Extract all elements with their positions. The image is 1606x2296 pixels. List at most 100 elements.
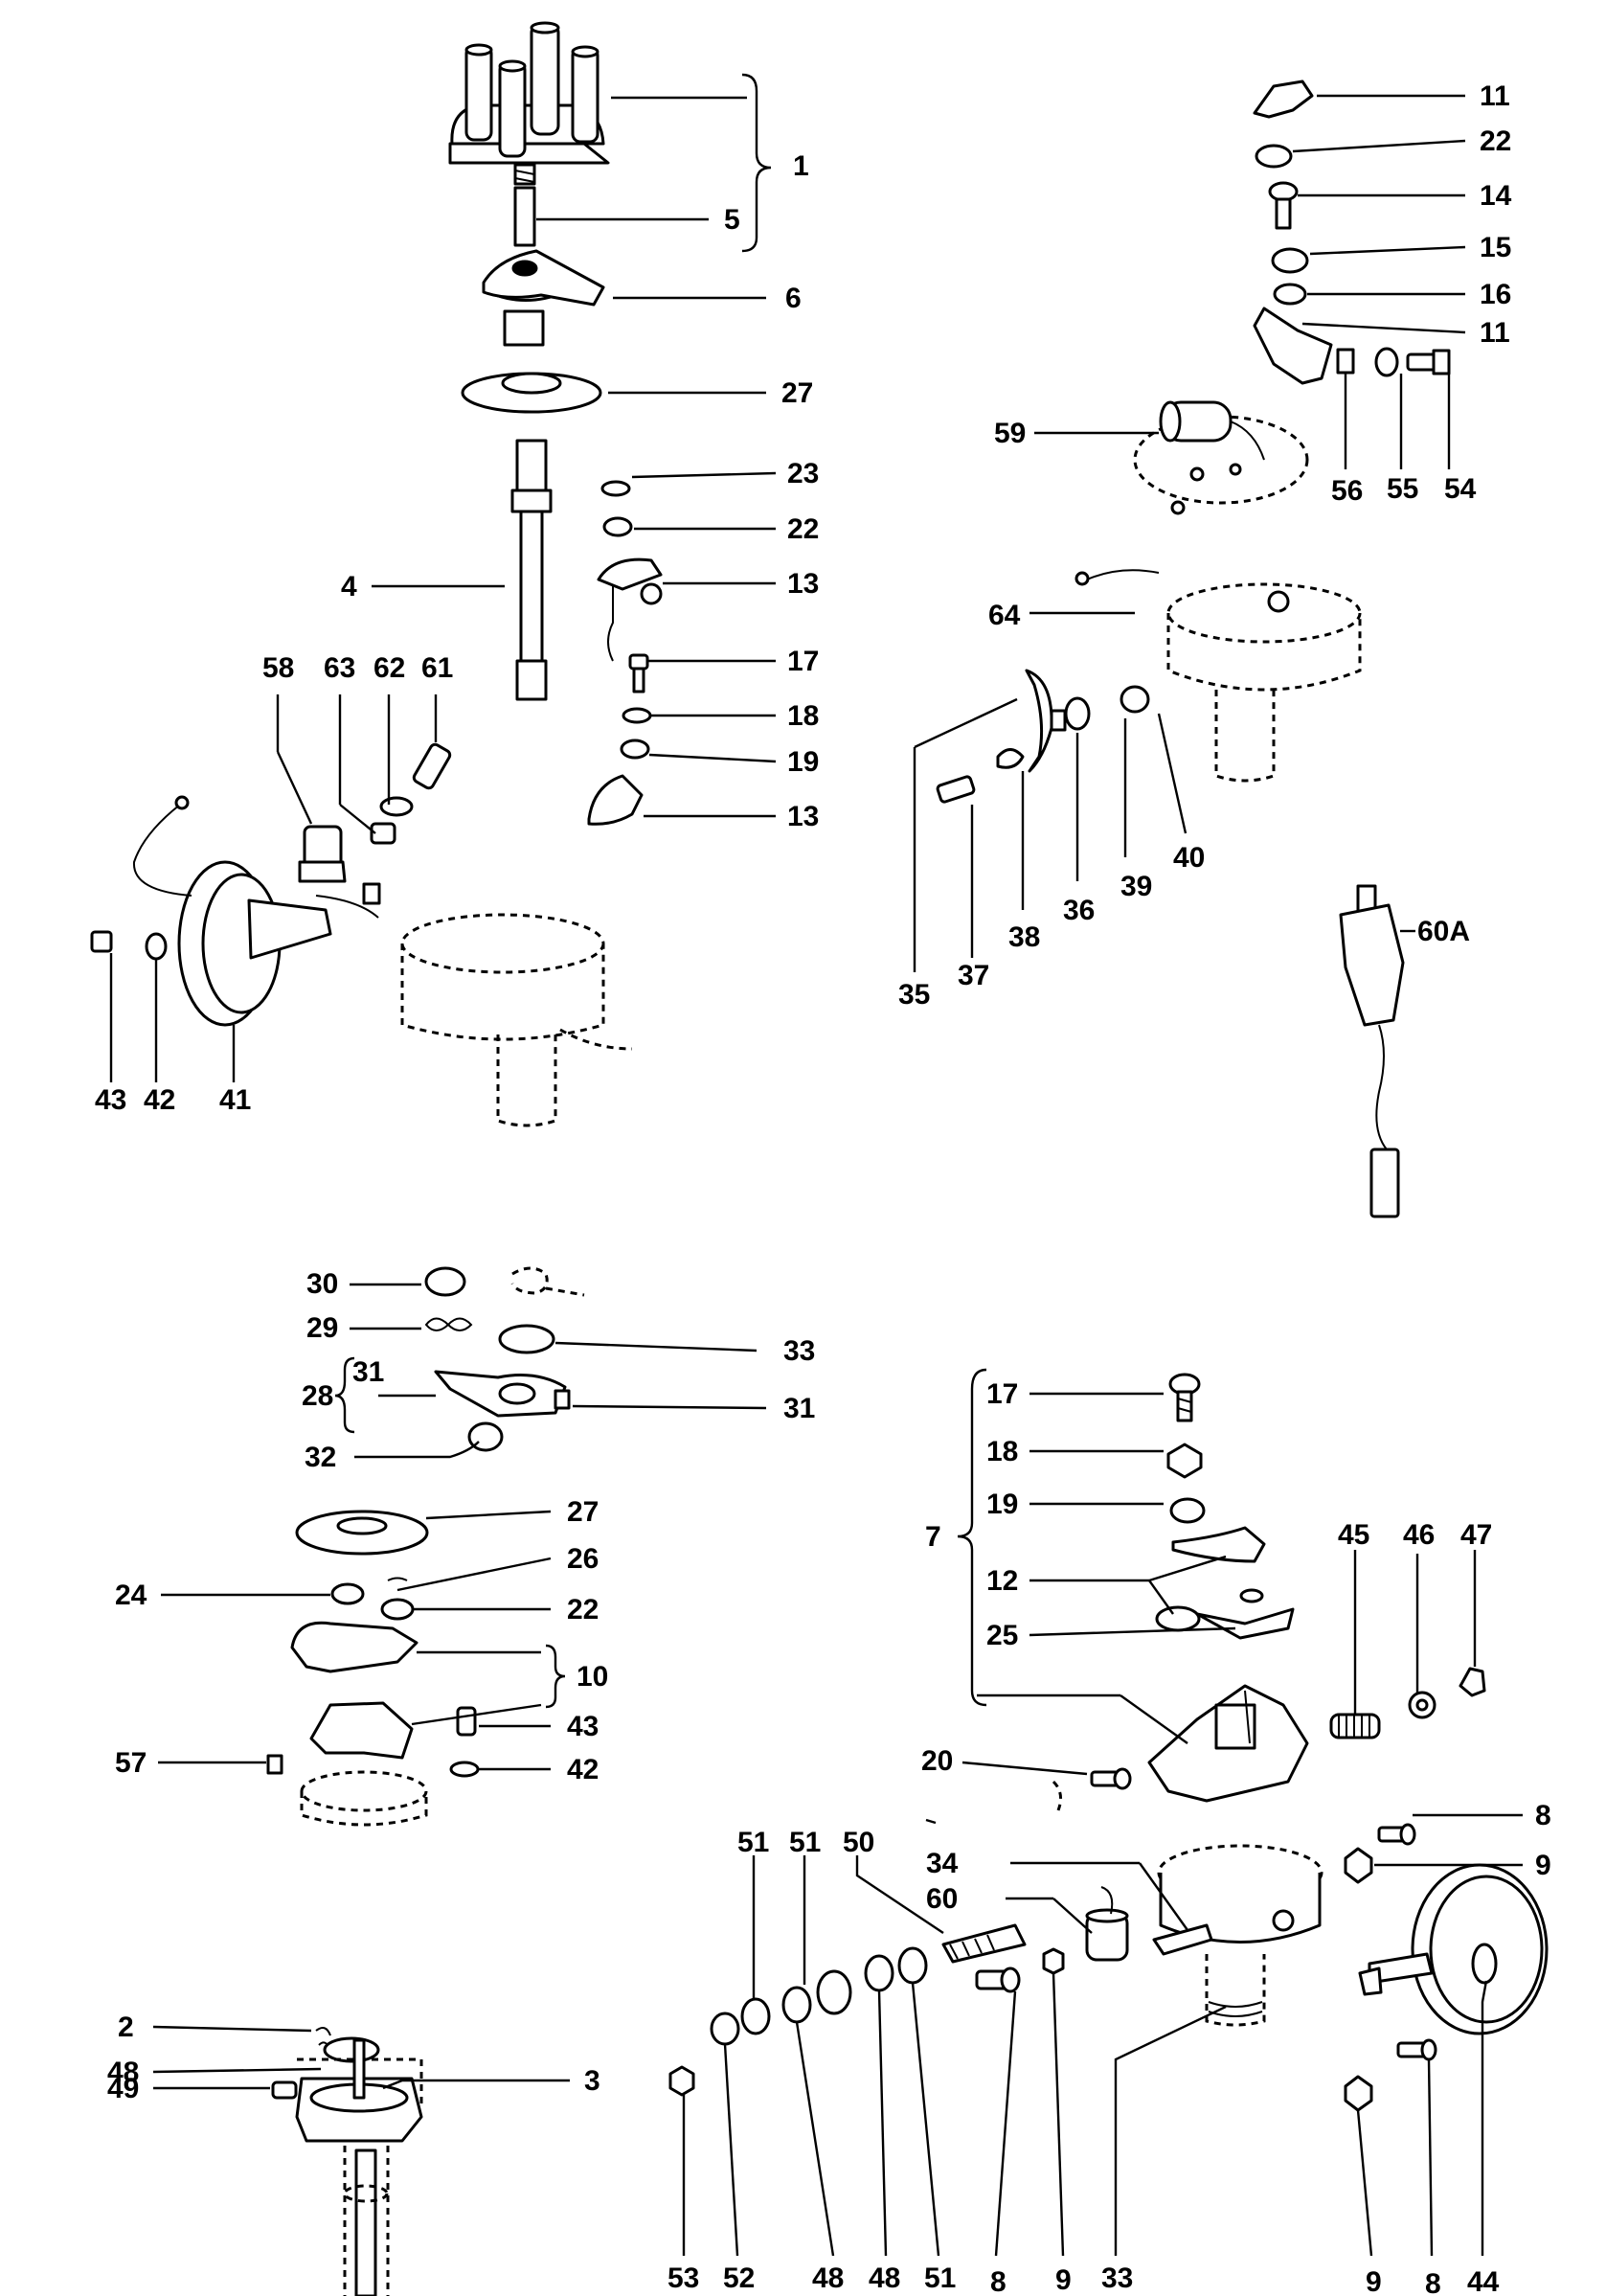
callout-8: 8 — [1535, 1800, 1551, 1831]
callout-42: 42 — [567, 1754, 599, 1785]
leader-lines-breaker-group — [631, 471, 777, 818]
callout-33: 33 — [783, 1335, 815, 1367]
callout-47: 47 — [1460, 1519, 1492, 1551]
callout-33: 33 — [1101, 2262, 1133, 2294]
callout-16: 16 — [1480, 279, 1511, 310]
callout-27: 27 — [781, 377, 813, 409]
leader-lines-bottom-left — [152, 2025, 570, 2090]
callout-61: 61 — [421, 652, 453, 684]
callout-4: 4 — [341, 571, 357, 602]
leader-lines-middle-left — [334, 1283, 767, 1459]
callout-48: 48 — [812, 2262, 844, 2294]
callout-45: 45 — [1338, 1519, 1369, 1551]
callout-52: 52 — [723, 2262, 755, 2294]
leader-lines-weights — [913, 611, 1188, 972]
callout-22: 22 — [1480, 125, 1511, 157]
rotor-arm-part — [482, 249, 605, 347]
callout-60: 60 — [926, 1883, 958, 1915]
callout-51: 51 — [924, 2262, 956, 2294]
callout-49: 49 — [107, 2073, 139, 2104]
callout-51: 51 — [789, 1827, 821, 1858]
callout-43: 43 — [567, 1711, 599, 1742]
callout-10: 10 — [577, 1661, 608, 1693]
callout-54: 54 — [1444, 473, 1477, 505]
callout-1: 1 — [793, 150, 809, 182]
callout-40: 40 — [1173, 842, 1205, 874]
callout-55: 55 — [1387, 473, 1418, 505]
callout-8: 8 — [1425, 2268, 1441, 2296]
centrifugal-weights-parts — [936, 669, 1150, 804]
breaker-assembly-7-parts — [1147, 1373, 1309, 1803]
leader-lines-plate-left — [158, 1510, 566, 1771]
callout-41: 41 — [219, 1084, 251, 1116]
callout-17: 17 — [787, 646, 819, 677]
callout-11: 11 — [1480, 317, 1510, 349]
callout-19: 19 — [787, 746, 819, 778]
hardware-middle-left — [424, 1266, 585, 1452]
callout-31: 31 — [352, 1356, 384, 1388]
callout-8: 8 — [990, 2266, 1007, 2296]
callout-9: 9 — [1055, 2264, 1072, 2296]
callout-6: 6 — [785, 283, 802, 314]
callout-42: 42 — [144, 1084, 175, 1116]
vacuum-unit-assembly — [132, 795, 381, 1027]
condenser-59-assembly — [1133, 400, 1309, 515]
callout-62: 62 — [373, 652, 405, 684]
control-unit-60a — [1339, 884, 1415, 1218]
callout-29: 29 — [306, 1312, 338, 1344]
callout-20: 20 — [921, 1745, 953, 1777]
callout-28: 28 — [302, 1380, 333, 1412]
leader-20 — [961, 1761, 1088, 1776]
callout-22: 22 — [567, 1594, 599, 1625]
leader-lines-bottom-right — [682, 1813, 1523, 2257]
callout-44: 44 — [1467, 2266, 1500, 2296]
callout-31: 31 — [783, 1393, 815, 1424]
callout-51: 51 — [737, 1827, 769, 1858]
callout-38: 38 — [1008, 921, 1040, 953]
callout-48: 48 — [107, 2057, 139, 2088]
callout-22: 22 — [787, 513, 819, 545]
contact-breaker-small-parts — [587, 480, 663, 826]
callout-53: 53 — [667, 2262, 699, 2294]
stray-mark — [925, 1818, 937, 1825]
callout-59: 59 — [994, 418, 1026, 449]
callout-63: 63 — [324, 652, 355, 684]
distributor-body-bottom-right — [1152, 1844, 1323, 2027]
callout-25: 25 — [986, 1620, 1018, 1651]
callout-24: 24 — [115, 1580, 147, 1611]
condenser-60-part — [1085, 1886, 1129, 1962]
dust-cover-part — [461, 372, 602, 414]
callout-35: 35 — [898, 979, 930, 1011]
screw-20-part — [1052, 1767, 1132, 1811]
callout-48: 48 — [869, 2262, 900, 2294]
callout-17: 17 — [986, 1378, 1018, 1410]
leader-lines-cap-group — [372, 73, 772, 588]
distributor-cap-part — [448, 21, 610, 165]
callout-32: 32 — [305, 1442, 336, 1473]
shaft-cam-bottom-left — [271, 2026, 423, 2296]
callout-23: 23 — [787, 458, 819, 489]
callout-18: 18 — [787, 700, 819, 732]
distributor-housing-left — [400, 913, 633, 1127]
callout-34: 34 — [926, 1848, 959, 1879]
callout-37: 37 — [958, 960, 989, 991]
callout-15: 15 — [1480, 232, 1511, 263]
callout-9: 9 — [1535, 1850, 1551, 1881]
callout-7: 7 — [925, 1521, 941, 1553]
leader-lines-assembly-7 — [957, 1368, 1477, 1744]
callout-30: 30 — [306, 1268, 338, 1300]
callout-60A: 60A — [1417, 916, 1470, 947]
spring-45-nut-47 — [1329, 1667, 1486, 1739]
hardware-row-bottom — [668, 1823, 1416, 2097]
callout-26: 26 — [567, 1543, 599, 1575]
leader-lines-top-right — [1034, 94, 1466, 469]
breaker-plate-middle-left — [266, 1510, 480, 1827]
callout-13: 13 — [787, 801, 819, 832]
callout-12: 12 — [986, 1565, 1018, 1597]
callout-64: 64 — [988, 600, 1021, 631]
callout-9: 9 — [1366, 2266, 1382, 2296]
callout-11: 11 — [1480, 80, 1510, 112]
callout-56: 56 — [1331, 475, 1363, 507]
